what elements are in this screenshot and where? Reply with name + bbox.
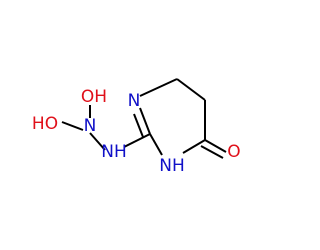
structure-diagram: N NH O NH N OH HO xyxy=(32,78,241,176)
bonds xyxy=(61,78,227,159)
atom-label-ring-n: N xyxy=(128,91,141,111)
bond-carbonyl-double-a xyxy=(204,139,227,153)
atom-label-carbonyl-o: O xyxy=(227,142,240,162)
atom-label-oh-top: OH xyxy=(81,87,107,107)
bond-carbonyl-double-b xyxy=(200,145,224,159)
atom-label-ring-nh: NH xyxy=(159,156,185,176)
bond-c2-n-double-b xyxy=(133,113,144,138)
bond-nh-c2 xyxy=(149,133,163,156)
atom-label-oh-left: HO xyxy=(32,114,58,134)
bond-nh-n xyxy=(89,132,106,151)
bond-n-oh-left xyxy=(61,121,84,131)
atom-label-hydrazine-nh: NH xyxy=(101,142,127,162)
atom-labels: N NH O NH N OH HO xyxy=(32,87,241,176)
bond-c2-exo-nh xyxy=(123,133,151,148)
bond-c2-n-double-a xyxy=(139,107,151,135)
atom-label-hydroxyl-n: N xyxy=(84,116,97,136)
bond-ch2-ch2 xyxy=(176,78,206,101)
molecule-canvas: N NH O NH N OH HO xyxy=(31,78,241,176)
bond-n-ch2 xyxy=(139,78,178,97)
bond-carbonyl-nh xyxy=(182,139,206,154)
